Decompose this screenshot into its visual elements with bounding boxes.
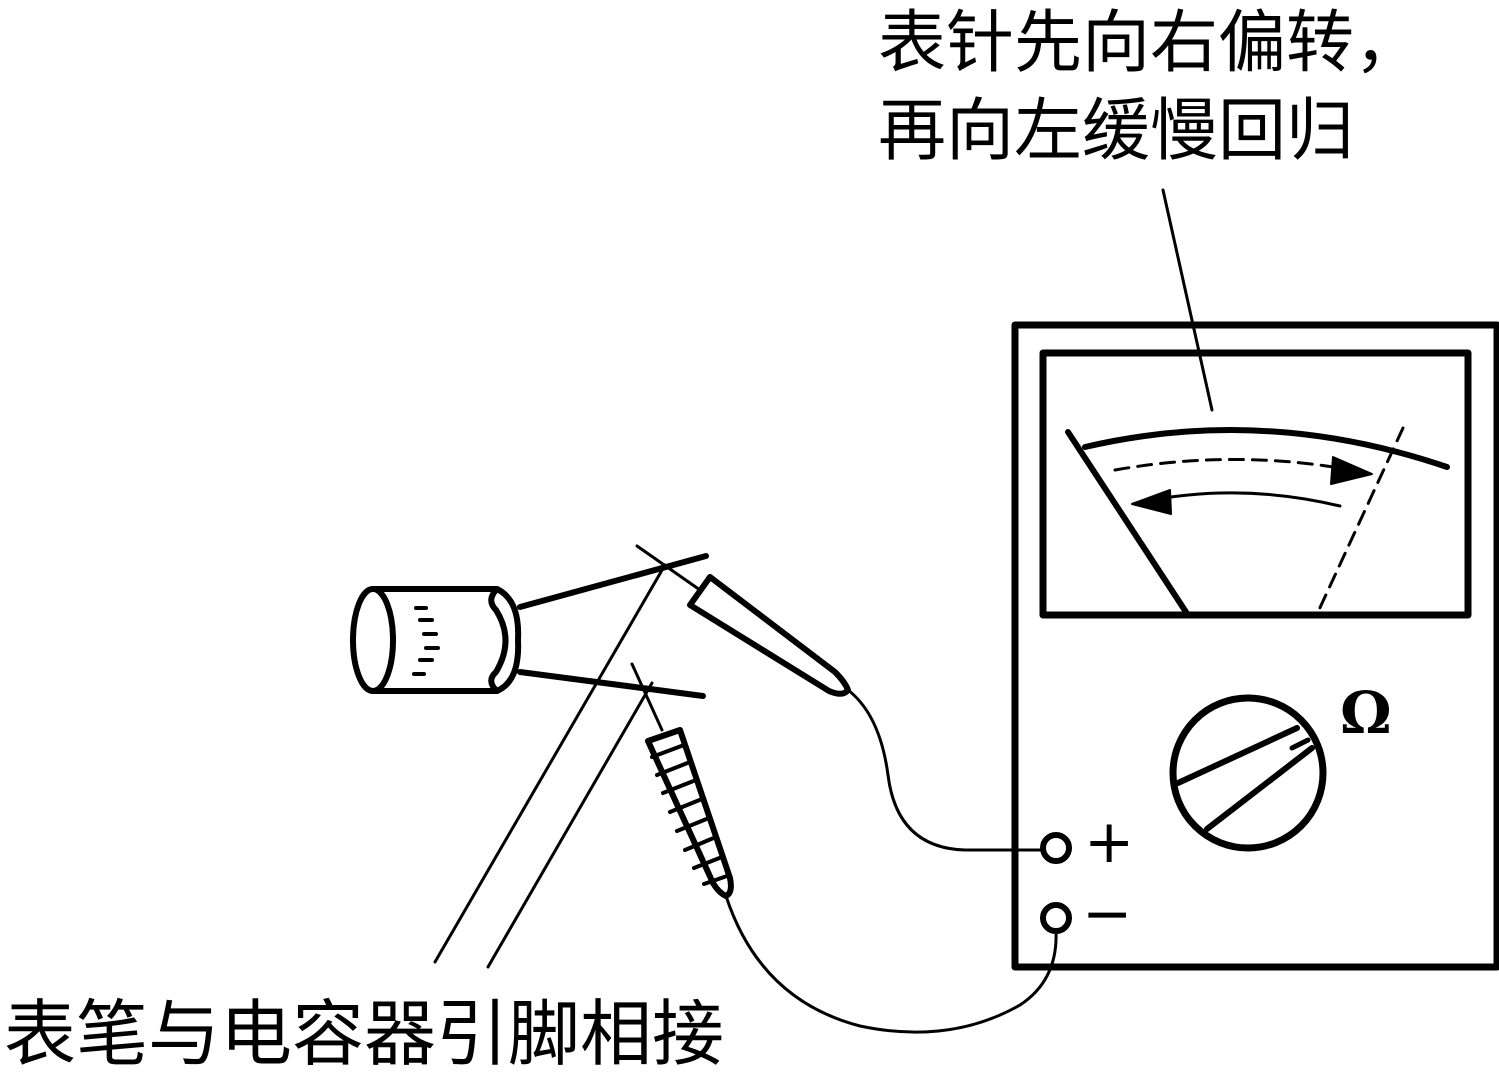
probe-hatch: [675, 816, 711, 833]
needle-deflected-icon: [1316, 426, 1405, 614]
positive-probe-wire: [846, 688, 1045, 852]
capacitor-icon: [350, 553, 709, 699]
deflect-right-arrowhead: [1330, 456, 1373, 485]
minus-terminal-jack: [1040, 902, 1072, 934]
probe-caption: 表笔与电容器引脚相接: [4, 992, 725, 1076]
return-left-arrowhead: [1131, 489, 1172, 515]
dial-pointer-upper: [1175, 725, 1300, 786]
negative-probe-icon: [645, 727, 1058, 1034]
capacitor-body: [370, 586, 509, 694]
plus-terminal-jack: [1040, 832, 1072, 864]
meter-scale-arc: [1082, 427, 1450, 470]
callout-text-line-2: 再向左缓慢回归: [878, 92, 1355, 171]
capacitor-lead-upper: [517, 553, 709, 610]
probe-hatch: [661, 778, 698, 795]
minus-terminal-label: −: [1082, 879, 1133, 949]
negative-probe-wire: [724, 894, 1058, 1034]
probe-hatch: [650, 743, 686, 759]
meter-display-window: [1039, 349, 1472, 619]
dial-tick-mark: [1289, 737, 1311, 751]
plus-terminal-label: +: [1084, 807, 1135, 877]
return-left-arrow: [1140, 491, 1342, 508]
capacitor-lead-lower: [517, 669, 706, 699]
leader-tick-lower: [630, 662, 664, 732]
capacitor-lead-end: [494, 586, 522, 694]
probe-hatch: [692, 855, 724, 870]
dial-circle: [1169, 694, 1327, 852]
multimeter-icon: [1011, 321, 1499, 971]
meter-case: [1011, 321, 1499, 971]
ohm-range-label: Ω: [1340, 679, 1392, 747]
needle-icon: [1065, 429, 1189, 615]
leader-tick-upper: [635, 544, 702, 592]
dial-pointer-lower: [1204, 745, 1315, 832]
callout-leader-line: [1161, 188, 1214, 412]
probe-hatch: [655, 760, 692, 777]
callout-text-line-1: 表针先向右偏转，: [878, 4, 1423, 83]
deflect-right-arrow: [1113, 458, 1364, 474]
probe-hatch: [668, 797, 704, 814]
positive-probe: [687, 574, 851, 697]
probe-leader-line-1: [433, 563, 667, 964]
probe-hatch: [702, 874, 729, 886]
probe-icon: [687, 574, 1045, 852]
range-dial-icon: [1169, 694, 1327, 852]
probe-leader-line-2: [486, 681, 654, 969]
probe-hatch: [683, 835, 718, 852]
capacitor-end-cap: [350, 586, 396, 694]
